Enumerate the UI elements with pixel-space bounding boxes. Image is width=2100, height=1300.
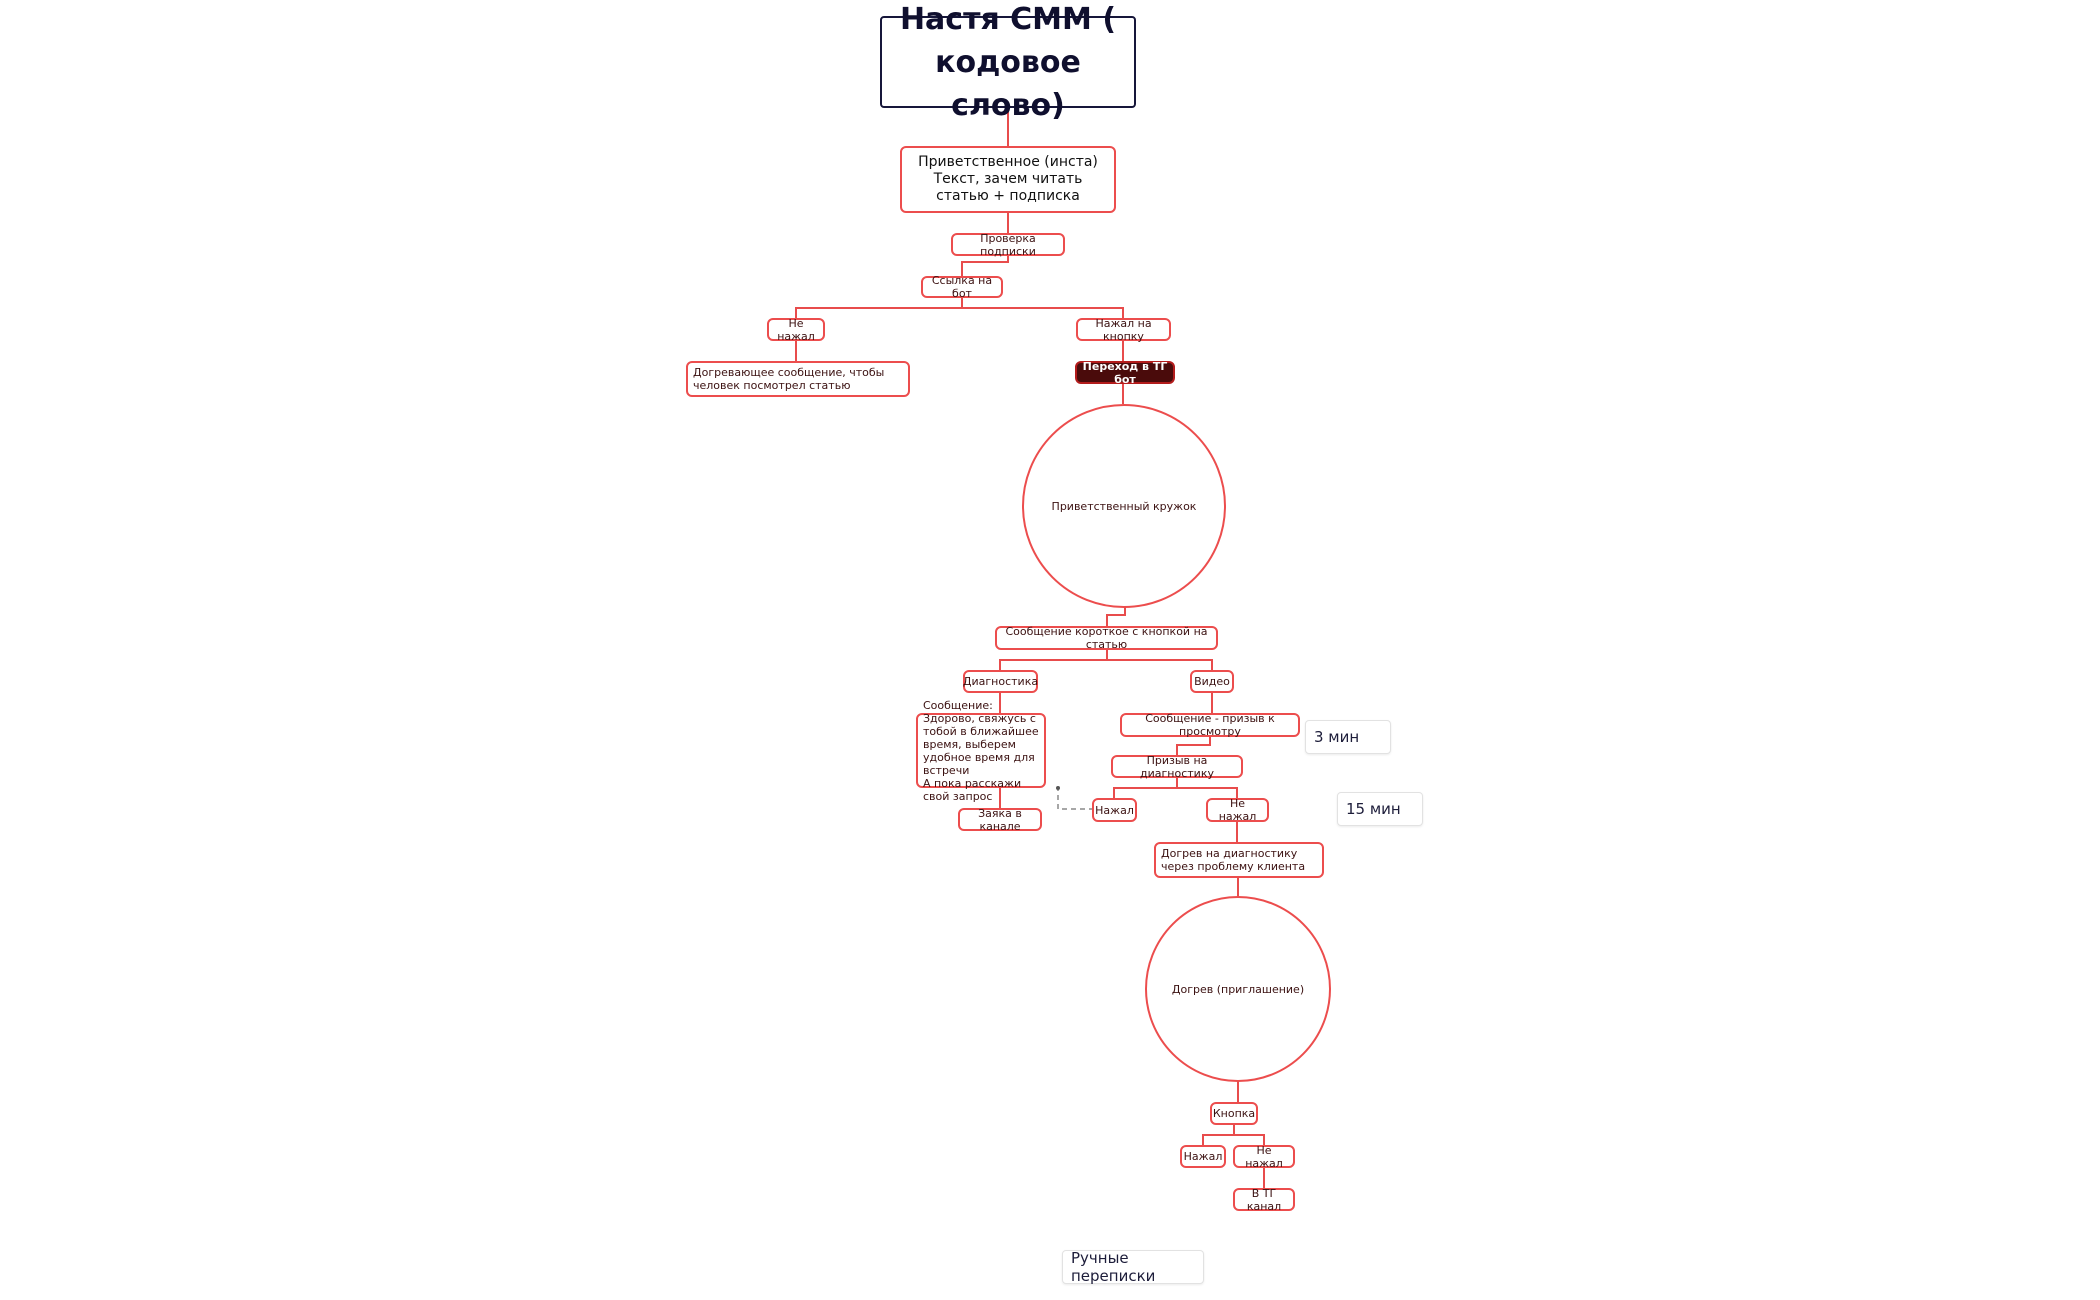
- node-pressed-2[interactable]: Нажал: [1092, 798, 1137, 822]
- node-check-subscription[interactable]: Проверка подписки: [951, 232, 1065, 258]
- node-pressed-3[interactable]: Нажал: [1180, 1145, 1226, 1168]
- node-hello-message[interactable]: Сообщение: Здорово, свяжусь с тобой в бл…: [916, 699, 1046, 803]
- node-not-pressed-3[interactable]: Не нажал: [1233, 1144, 1295, 1170]
- node-welcome-circle[interactable]: Приветственный кружок: [1022, 404, 1226, 608]
- node-go-to-tg-bot[interactable]: Переход в ТГ бот: [1075, 360, 1175, 386]
- node-button[interactable]: Кнопка: [1210, 1102, 1258, 1125]
- note-fifteen-min[interactable]: 15 мин: [1337, 792, 1423, 826]
- link-diagcall-pressed: [1113, 778, 1178, 798]
- node-bot-link[interactable]: Ссылка на бот: [921, 274, 1003, 300]
- link-button-notpressed: [1234, 1134, 1265, 1145]
- node-diagnostics[interactable]: Диагностика: [963, 670, 1038, 693]
- node-channel-request[interactable]: Заяка в канале: [958, 807, 1042, 833]
- root-topic[interactable]: Настя СММ ( кодовое слово): [880, 2, 1136, 123]
- relation-handle: [1056, 786, 1060, 790]
- link-diagcall-notpressed: [1177, 787, 1238, 798]
- link-botlink-notpressed: [795, 298, 963, 318]
- node-welcome-insta[interactable]: Приветственное (инста) Текст, зачем чита…: [900, 146, 1116, 213]
- node-not-pressed-1[interactable]: Не нажал: [767, 317, 825, 343]
- link-watchcall-diagcall: [1176, 737, 1211, 755]
- link-shortmsg-video: [1107, 659, 1213, 670]
- link-shortmsg-diagnostics: [999, 650, 1108, 670]
- node-video[interactable]: Видео: [1190, 670, 1234, 693]
- note-three-min[interactable]: 3 мин: [1305, 720, 1391, 754]
- node-warmup-message[interactable]: Догревающее сообщение, чтобы человек пос…: [686, 361, 910, 397]
- node-not-pressed-2[interactable]: Не нажал: [1206, 797, 1269, 823]
- link-botlink-pressed: [962, 307, 1124, 318]
- node-warmup-invite-circle[interactable]: Догрев (приглашение): [1145, 896, 1331, 1082]
- link-circle-shortmsg: [1106, 607, 1126, 626]
- dashed-relation-link: [1057, 790, 1094, 810]
- node-tg-channel[interactable]: В ТГ канал: [1233, 1187, 1295, 1213]
- link-button-pressed: [1202, 1125, 1235, 1145]
- node-pressed-button[interactable]: Нажал на кнопку: [1076, 317, 1171, 343]
- link-check-botlink: [961, 256, 1009, 276]
- note-manual-chats[interactable]: Ручные переписки: [1062, 1249, 1204, 1285]
- node-watch-call[interactable]: Сообщение - призыв к просмотру: [1120, 712, 1300, 738]
- node-short-message[interactable]: Сообщение короткое с кнопкой на статью: [995, 625, 1218, 651]
- node-diagnostics-warmup[interactable]: Догрев на диагностику через проблему кли…: [1154, 842, 1324, 878]
- node-diagnostics-call[interactable]: Призыв на диагностику: [1111, 754, 1243, 780]
